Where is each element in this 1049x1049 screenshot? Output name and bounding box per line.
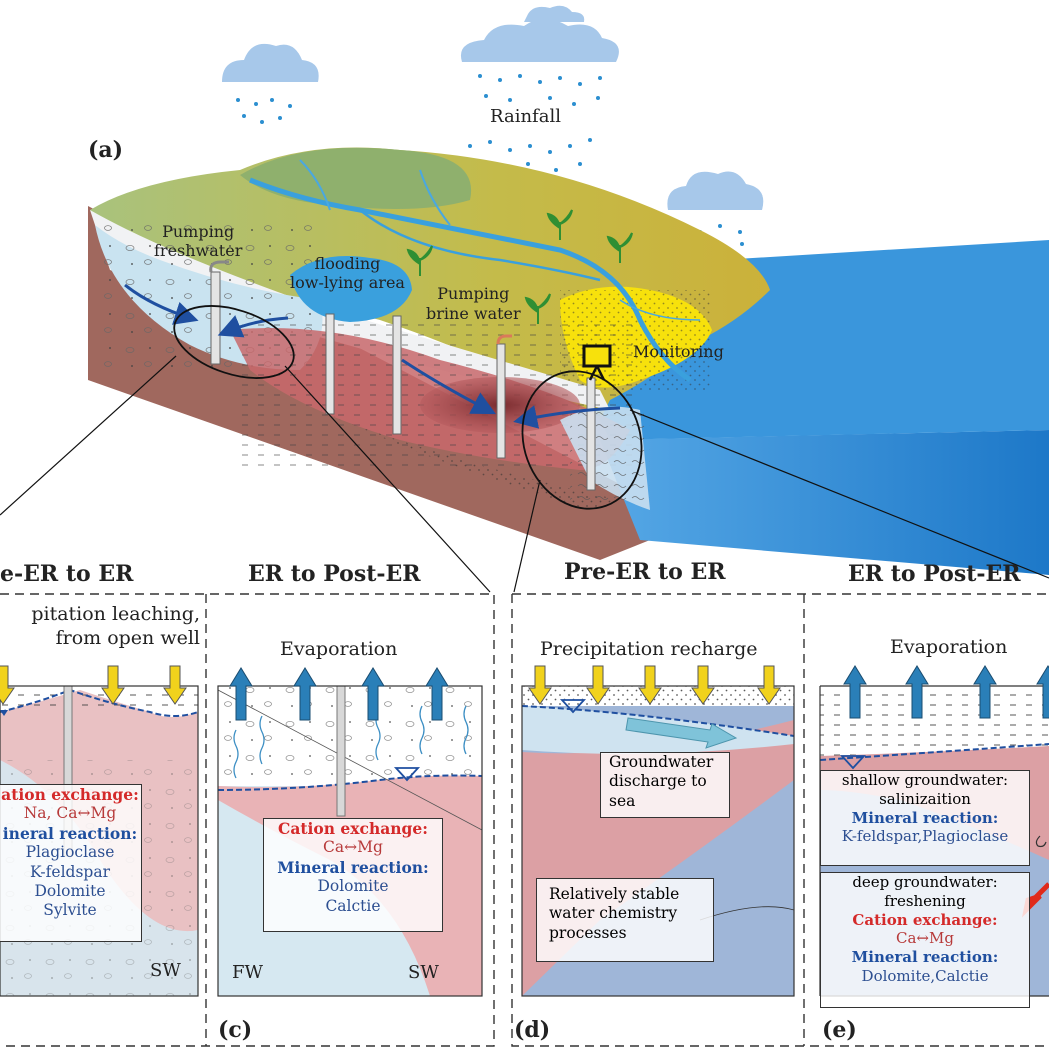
pumping-freshwater-label: Pumping freshwater [154,222,243,260]
panel-d-title: Pre-ER to ER [564,559,726,585]
sw-label: SW [408,962,439,983]
flooded-area [290,256,412,322]
panel-b-process: pitation leaching, from open well [31,603,200,649]
well-pipe [496,334,512,459]
panel-c-box-line: Ca↔Mg [323,838,383,857]
zoom-ellipse [173,305,295,379]
precipitation-arrows [0,665,187,705]
panel-e-deep-line: Cation exchange: [852,910,998,929]
panel-e-shallow-line: salinizaition [879,789,971,808]
panel-c-box-line: Mineral reaction: [277,857,429,877]
fw-label: FW [232,962,263,983]
panel-e-deep-line: Mineral reaction: [851,948,999,966]
panel-e-shallow-line: Mineral reaction: [851,808,999,827]
pumping-brine-label: Pumping brine water [426,284,521,323]
evaporation-arrows [229,667,449,721]
panel-b-title: e-ER to ER [0,561,134,587]
panel-b-box-line: Sylvite [43,901,97,920]
zoom-ellipse [521,370,643,510]
well-pipe [392,315,402,435]
panel-frames [0,593,1049,1047]
well-pipe [325,313,335,415]
panel-e-title: ER to Post-ER [848,561,1021,587]
panel-e-process: Evaporation [890,636,1008,658]
panel-b-box-line: Na, Ca↔Mg [23,804,117,823]
flow-arrow [401,358,496,415]
rainfall-label: Rainfall [490,106,561,127]
flow-arrow [513,405,621,429]
panel-c-label: (c) [218,1017,253,1043]
precipitation-arrows [528,665,781,705]
flow-arrow [124,283,199,325]
panel-e-deep-line: Ca↔Mg [896,929,954,948]
panel-b-box-line: ation exchange: [1,785,139,804]
panel-e-deep-line: Dolomite,Calctie [861,966,989,985]
flooding-label: flooding low-lying area [290,254,405,292]
panel-e-label: (e) [822,1017,857,1043]
stable-chemistry-box: Relatively stable water chemistry proces… [536,878,714,962]
plant-icon [406,209,633,324]
panel-b-box-line: ineral reaction: [2,823,138,843]
panel-d-process: Precipitation recharge [540,638,758,660]
panel-d-label: (d) [514,1017,551,1043]
well-pipe [586,377,596,491]
sw-label: SW [150,960,181,981]
cloud-icon [460,5,619,172]
panel-c-box-line: Calctie [325,896,381,915]
panel-e-deep-line: deep groundwater: [852,873,998,891]
panel-e-shallow-line: K-feldspar,Plagioclase [841,827,1009,846]
sea-front [600,430,1049,575]
panel-b-box-line: K-feldspar [29,862,110,881]
panel-b-box-line: Plagioclase [25,843,115,862]
panel-e-shallow-line: shallow groundwater: [841,771,1009,789]
monitoring-label: Monitoring [633,342,724,361]
groundwater-discharge-box: Groundwater discharge to sea [600,752,730,818]
cloud-icon [222,43,319,124]
panel-a-label: (a) [88,137,124,163]
panel-c-box-line: Dolomite [317,877,389,896]
evaporation-arrows [843,665,1049,719]
panel-c-title: ER to Post-ER [248,561,421,587]
panel-c-process: Evaporation [280,638,398,660]
panel-b-box-line: Dolomite [34,881,106,900]
panel-c-box-line: Cation exchange: [278,819,428,838]
monitoring-station-icon [582,344,612,381]
panel-e-deep-line: freshening [884,891,966,910]
flow-arrow [217,315,289,338]
